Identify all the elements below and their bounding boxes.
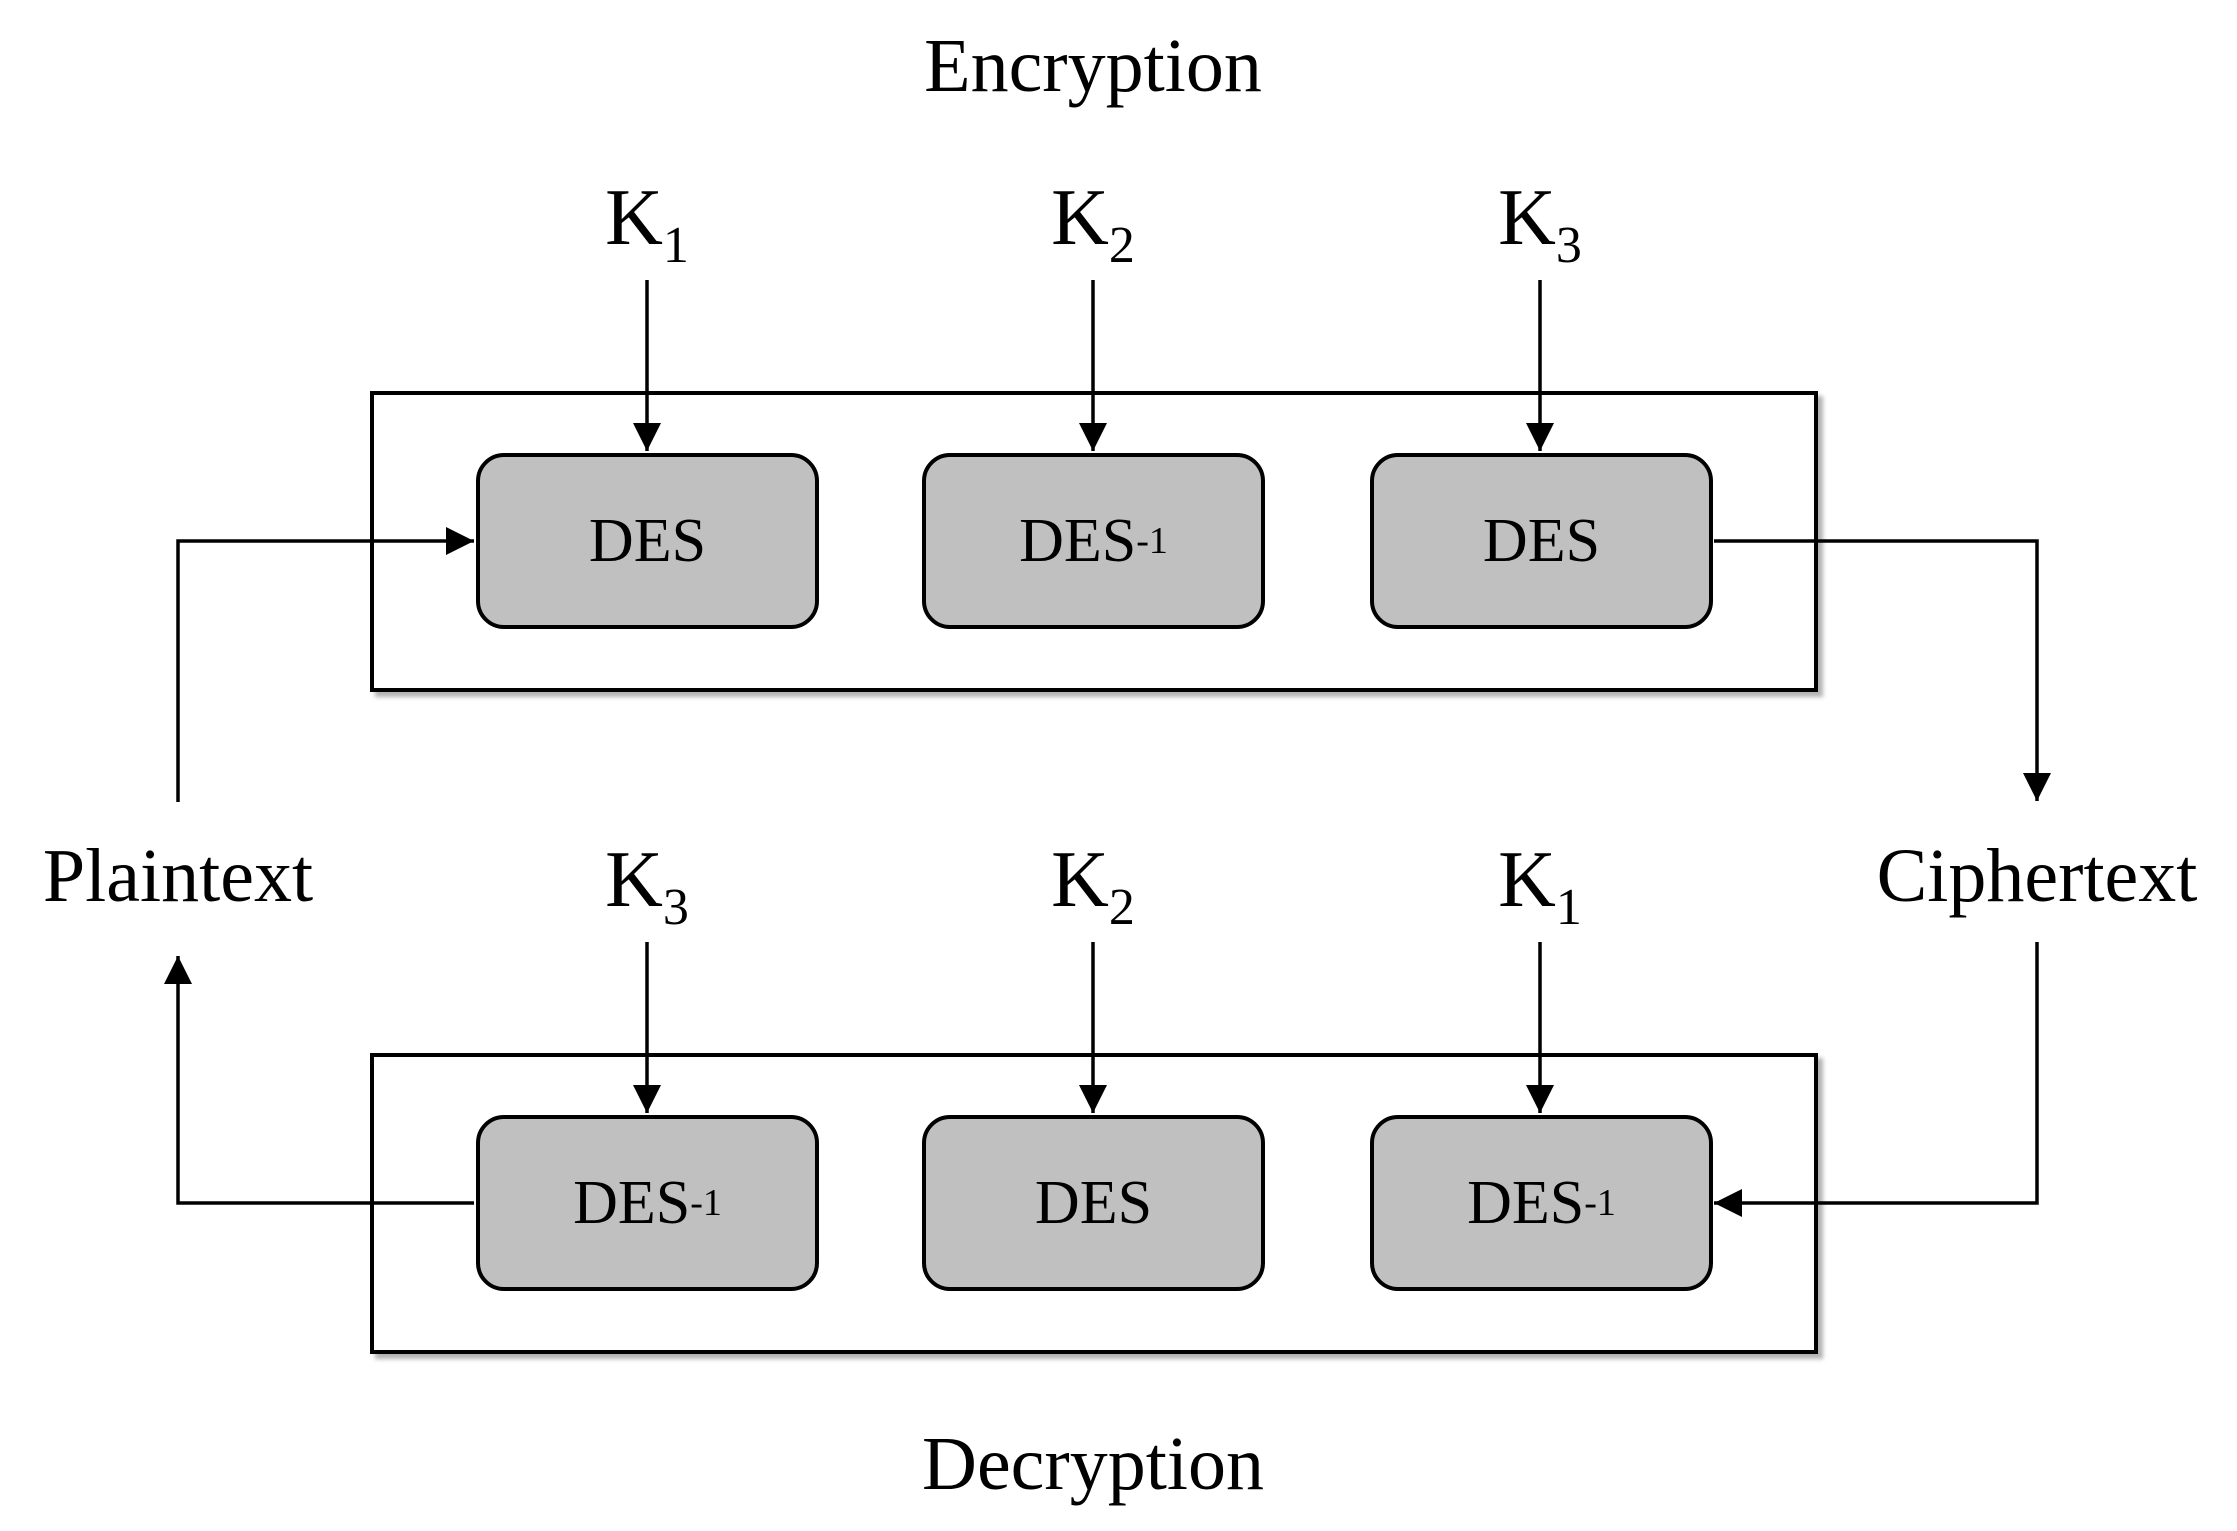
dec-stage-3: DES-1 (1370, 1115, 1713, 1291)
ciphertext-to-decryption-arrow (1714, 942, 2039, 1217)
dec-key-1: K3 (605, 836, 689, 937)
enc-stage-2: DES-1 (922, 453, 1265, 629)
enc-key-1: K1 (605, 174, 689, 275)
enc-stage-1: DES (476, 453, 819, 629)
dec-stage-1: DES-1 (476, 1115, 819, 1291)
enc-stage-3: DES (1370, 453, 1713, 629)
dec-key-3: K1 (1498, 836, 1582, 937)
ciphertext-label: Ciphertext (1876, 834, 2198, 918)
decryption-to-plaintext-arrow (164, 956, 474, 1205)
plaintext-to-encryption-arrow (176, 527, 474, 802)
enc-key-2: K2 (1051, 174, 1135, 275)
decryption-title: Decryption (922, 1422, 1264, 1506)
plaintext-label: Plaintext (42, 834, 314, 918)
dec-key-2: K2 (1051, 836, 1135, 937)
enc-key-3: K3 (1498, 174, 1582, 275)
encryption-title: Encryption (924, 24, 1262, 108)
dec-stage-2: DES (922, 1115, 1265, 1291)
encryption-to-ciphertext-arrow (1714, 539, 2051, 801)
